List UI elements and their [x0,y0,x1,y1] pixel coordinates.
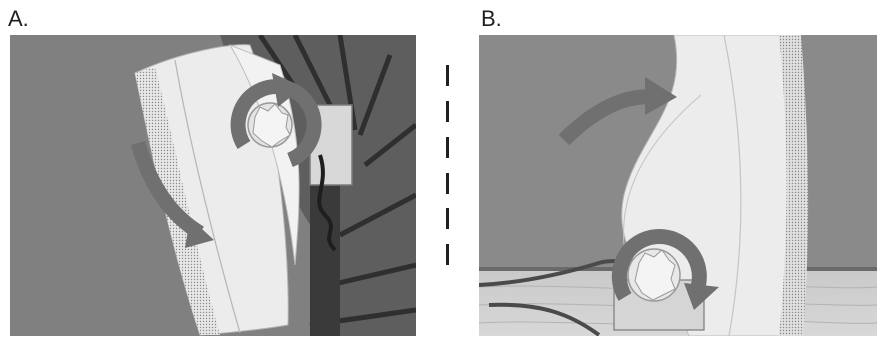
curved-arrow-down-icon [130,140,214,248]
panel-a-label: A. [8,6,29,31]
curved-arrow-right-icon [558,77,677,146]
panel-divider-dash [446,208,449,229]
panel-divider-dash [446,101,449,122]
panel-a-illustration [10,35,416,336]
panel-divider-dash [446,173,449,194]
circular-rotate-arrow-icon [230,73,322,167]
circular-rotate-arrow-icon [611,229,719,310]
panel-divider-dash [446,65,449,86]
panel-b-illustration [479,35,877,336]
panel-b-label: B. [481,6,502,31]
panel-divider-dash [446,137,449,158]
panel-divider-dash [446,244,449,265]
tilt-knob [627,248,681,302]
tilt-knob [247,102,293,148]
